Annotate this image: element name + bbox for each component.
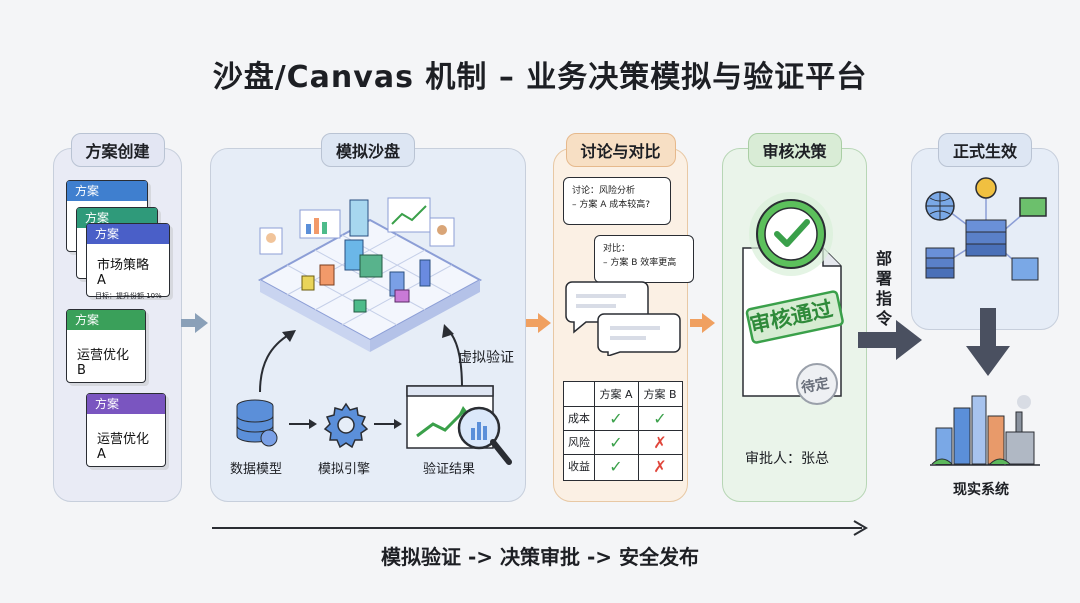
approval-document-illustration bbox=[742, 192, 844, 405]
stage-tab: 审核决策 bbox=[747, 133, 842, 167]
approver-label: 审批人：张总 bbox=[745, 451, 829, 467]
virtual-validation-label: 虚拟验证 bbox=[458, 350, 514, 366]
table-row-label: 收益 bbox=[568, 460, 590, 473]
card-name: 市场策略 A bbox=[97, 258, 150, 288]
card-header: 方案 bbox=[67, 181, 147, 201]
validation-result-icon bbox=[406, 385, 512, 465]
curved-arrow-icon bbox=[259, 330, 296, 393]
card-header: 方案 bbox=[87, 224, 169, 244]
compare-note: 对比： – 方案 B 效率更高 bbox=[594, 235, 694, 283]
table-row-label: 风险 bbox=[568, 436, 590, 449]
page-title: 沙盘/Canvas 机制 – 业务决策模拟与验证平台 bbox=[212, 60, 868, 95]
table-row-label: 成本 bbox=[568, 412, 590, 425]
card-sub: 目标：提升份额 10% bbox=[95, 292, 162, 300]
sandbox-board-illustration bbox=[257, 197, 483, 352]
table-header: 方案 A bbox=[599, 388, 633, 401]
validation-result-label: 验证结果 bbox=[423, 462, 476, 477]
card-name: 运营优化 A bbox=[97, 432, 150, 462]
deploy-label: 部署指令 bbox=[876, 249, 893, 328]
scheme-card-market-a[interactable]: 方案 市场策略 A 目标：提升份额 10% bbox=[86, 223, 170, 300]
stage-tab: 模拟沙盘 bbox=[320, 133, 416, 167]
flow-arrow-icon bbox=[212, 520, 868, 536]
note-line: 对比： bbox=[603, 244, 631, 254]
city-skyline-icon bbox=[930, 395, 1040, 466]
check-icon: ✓ bbox=[609, 432, 623, 452]
table-header: 方案 B bbox=[643, 388, 677, 401]
arrow-right-icon bbox=[181, 313, 208, 333]
arrow-right-icon bbox=[289, 419, 317, 429]
check-icon: ✓ bbox=[609, 408, 623, 428]
data-model-label: 数据模型 bbox=[230, 462, 283, 477]
chat-bubble-icon bbox=[565, 281, 681, 356]
stage-tab: 方案创建 bbox=[70, 133, 165, 167]
deploy-arrow-icon bbox=[858, 320, 922, 360]
curved-arrow-icon bbox=[442, 324, 463, 389]
cross-icon: ✗ bbox=[653, 432, 667, 452]
card-name: 运营优化 B bbox=[77, 348, 130, 378]
stage-tab: 正式生效 bbox=[937, 133, 1033, 167]
scheme-card-ops-b[interactable]: 方案 运营优化 B bbox=[66, 309, 146, 383]
cross-icon: ✗ bbox=[653, 456, 667, 476]
scheme-card-ops-a[interactable]: 方案 运营优化 A bbox=[86, 393, 166, 467]
note-line: 讨论：风险分析 bbox=[572, 186, 636, 196]
check-icon: ✓ bbox=[653, 408, 667, 428]
check-icon: ✓ bbox=[609, 456, 623, 476]
arrow-right-icon bbox=[374, 419, 402, 429]
note-line: – 方案 A 成本较高? bbox=[572, 200, 651, 210]
discussion-note: 讨论：风险分析 – 方案 A 成本较高? bbox=[563, 177, 671, 225]
server-network-illustration bbox=[925, 177, 1047, 281]
database-icon bbox=[236, 399, 278, 447]
simulation-engine-label: 模拟引擎 bbox=[318, 462, 371, 477]
card-header: 方案 bbox=[67, 310, 145, 330]
arrow-down-icon bbox=[966, 308, 1010, 376]
note-line: – 方案 B 效率更高 bbox=[603, 258, 677, 268]
comparison-table: 方案 A 方案 B 成本 ✓ ✓ 风险 ✓ ✗ 收益 ✓ ✗ bbox=[563, 381, 683, 481]
real-system-label: 现实系统 bbox=[953, 482, 1009, 498]
flow-label: 模拟验证 -> 决策审批 -> 安全发布 bbox=[381, 545, 699, 569]
gear-icon bbox=[323, 402, 369, 448]
stage-tab: 讨论与对比 bbox=[565, 133, 676, 167]
card-header: 方案 bbox=[87, 394, 165, 414]
arrow-right-icon bbox=[690, 313, 715, 333]
arrow-right-icon bbox=[526, 313, 551, 333]
